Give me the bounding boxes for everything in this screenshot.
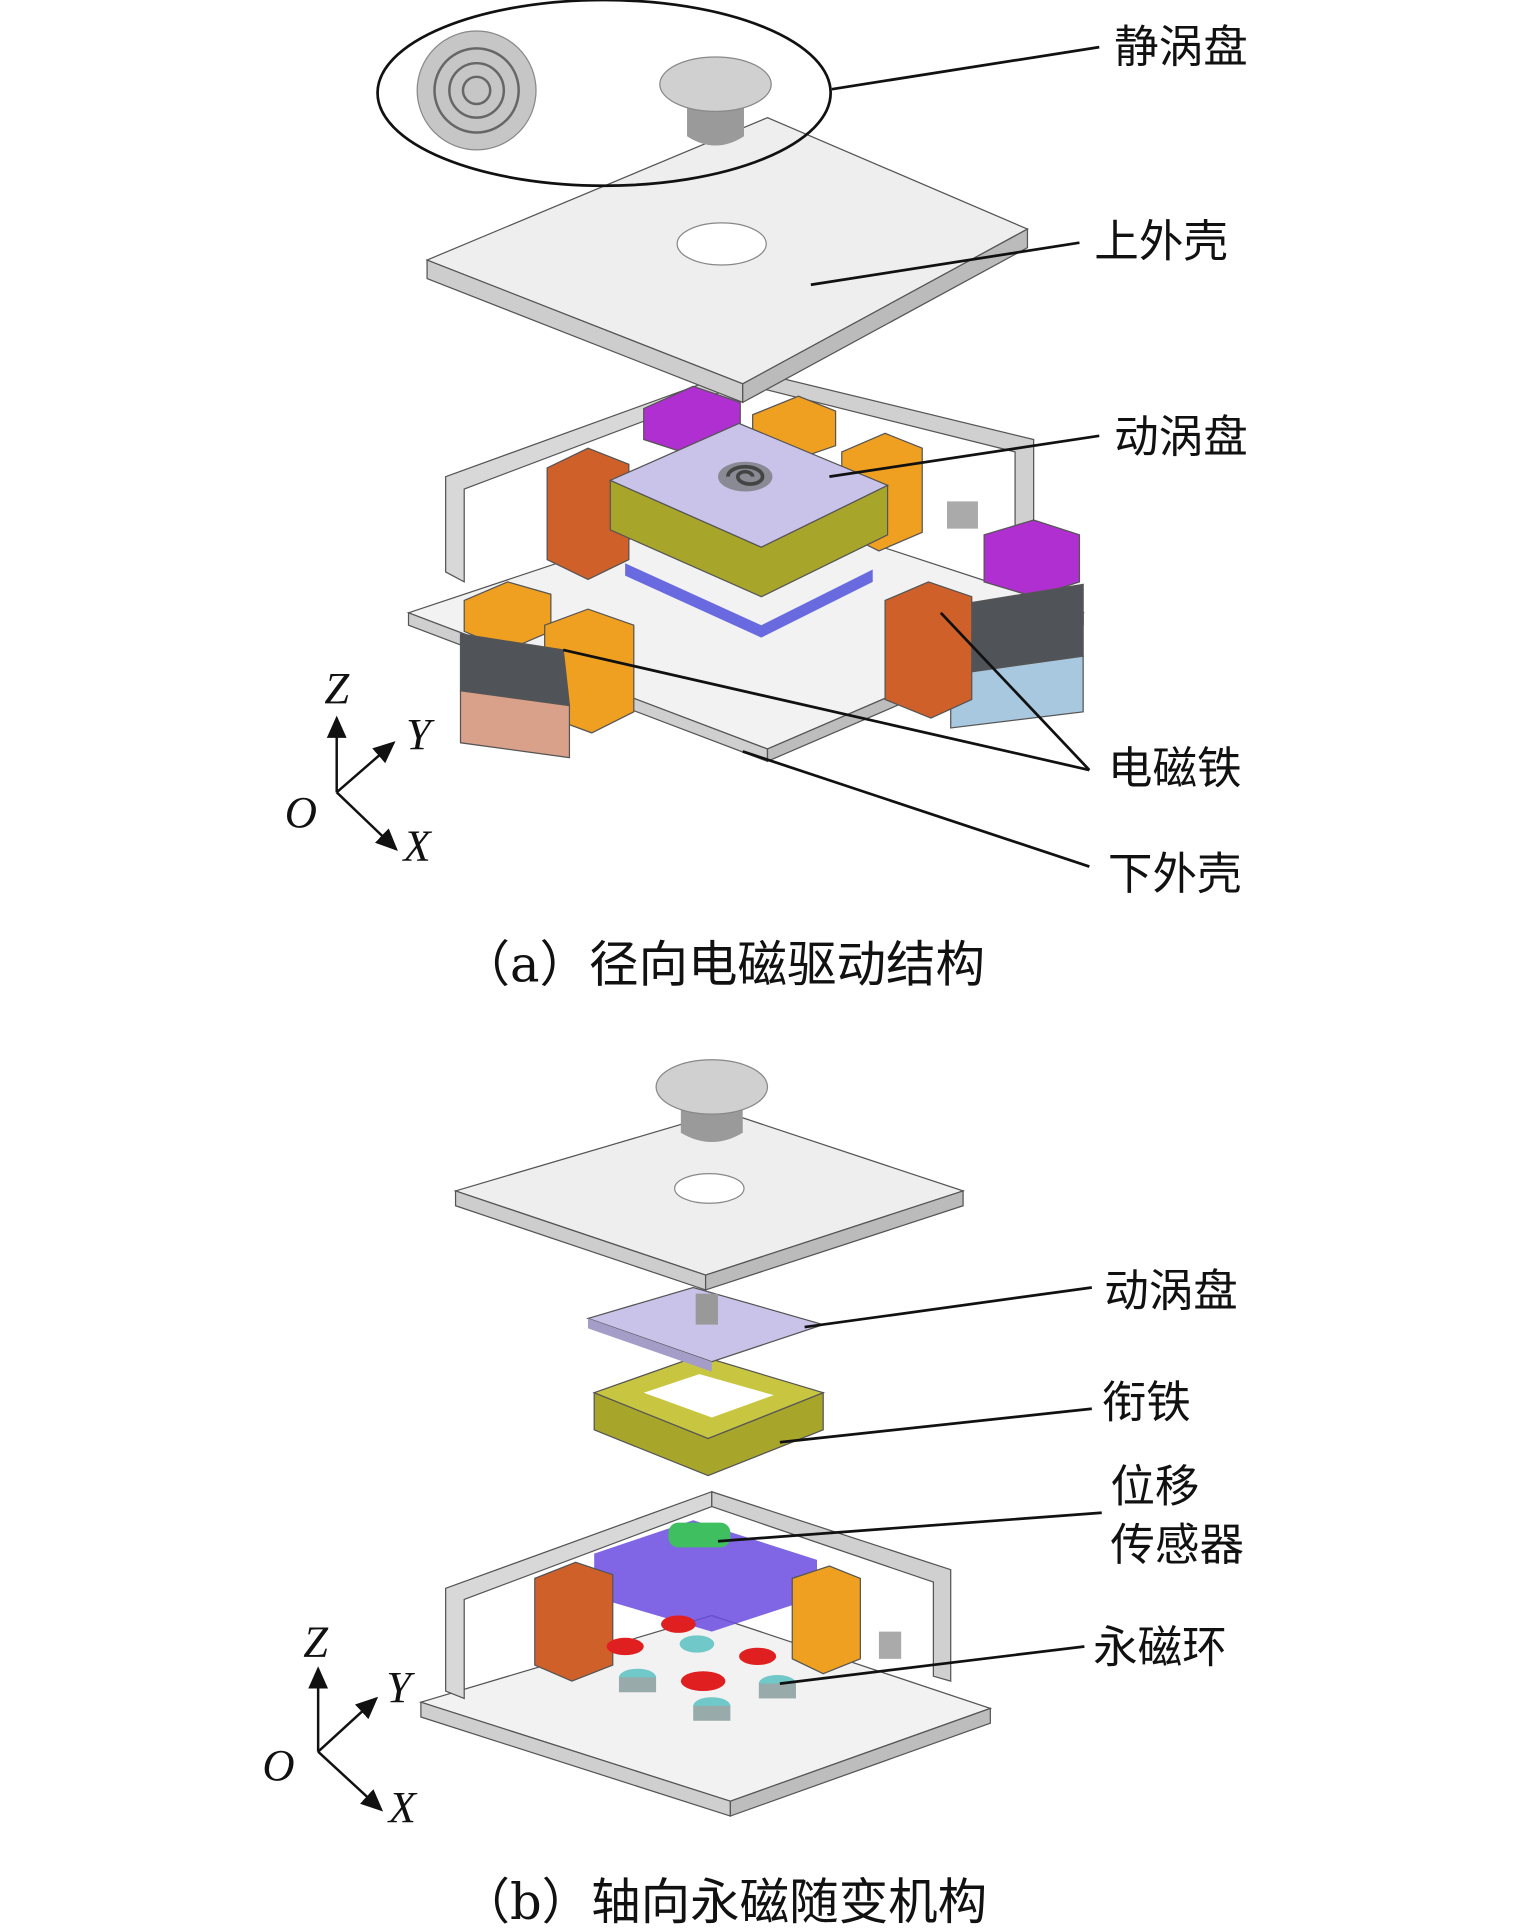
magnet-rings: [606, 1615, 796, 1721]
axis-x-label: X: [402, 820, 433, 870]
label-sensor-line1: 位移: [1110, 1461, 1199, 1513]
label-lower-shell: 下外壳: [1108, 848, 1242, 900]
electromagnets-front: [459, 519, 1084, 759]
label-fixed-scroll: 静涡盘: [1114, 21, 1248, 73]
panel-b: 动涡盘 衔铁 位移 传感器 永磁环 Z Y X O （b）轴向永磁随变机构: [262, 1059, 1244, 1930]
axes-a: Z Y X O: [285, 663, 435, 870]
axis-z-label: Z: [324, 663, 350, 713]
caption-a: （a）径向电磁驱动结构: [461, 936, 986, 994]
label-sensor-line2: 传感器: [1110, 1519, 1244, 1571]
caption-b: （b）轴向永磁随变机构: [461, 1873, 988, 1930]
upper-shell-b: [453, 1059, 966, 1291]
label-electromagnet: 电磁铁: [1108, 743, 1242, 795]
leader-fixed-scroll: [831, 45, 1100, 91]
leader-lower-shell: [742, 750, 1090, 868]
armature: [592, 1354, 826, 1477]
displacement-sensor: [668, 1522, 731, 1548]
label-upper-shell: 上外壳: [1094, 215, 1228, 267]
label-armature: 衔铁: [1102, 1376, 1191, 1428]
leader-orbiting-scroll: [829, 434, 1100, 478]
fixed-scroll: [376, 0, 832, 188]
leader-orbiting-scroll-b: [804, 1286, 1093, 1329]
orbiting-scroll-b: [585, 1286, 826, 1372]
inner-magnets: [534, 1520, 861, 1682]
panel-a: 静涡盘 上外壳 动涡盘 电磁铁 下外壳 Z Y X O （a）径向电磁驱动结构: [285, 0, 1248, 994]
axis-x-label-b: X: [387, 1782, 418, 1832]
leader-upper-shell: [810, 241, 1080, 287]
axis-y-label: Y: [406, 709, 435, 759]
label-magnet-ring: 永磁环: [1093, 1622, 1227, 1674]
label-orbiting-scroll-b: 动涡盘: [1104, 1265, 1238, 1317]
upper-shell: [425, 116, 1029, 404]
axis-origin-label: O: [285, 787, 317, 837]
axis-y-label-b: Y: [386, 1662, 415, 1712]
leader-armature: [779, 1407, 1092, 1444]
leader-magnet-ring: [779, 1645, 1085, 1685]
leader-sensor: [717, 1511, 1102, 1543]
leader-electromagnet-2: [939, 611, 1091, 771]
axes-b: Z Y X O: [262, 1616, 417, 1832]
leader-electromagnet-1: [562, 648, 1090, 772]
orbiting-scroll: [608, 422, 890, 638]
label-orbiting-scroll: 动涡盘: [1114, 411, 1248, 463]
axis-origin-label-b: O: [262, 1740, 294, 1790]
axis-z-label-b: Z: [303, 1616, 329, 1666]
